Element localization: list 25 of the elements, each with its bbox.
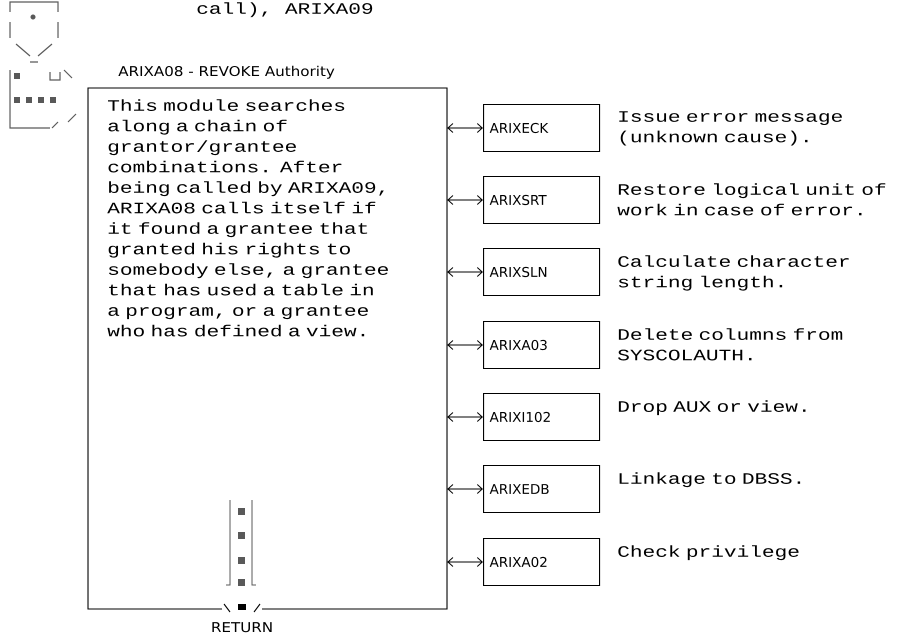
description-text: Calculate character string length. bbox=[618, 255, 849, 291]
description-text: Delete columns from SYSCOLAUTH. bbox=[618, 328, 842, 360]
double-arrow bbox=[447, 484, 483, 494]
module-box: This module searches along a chain of grantor/grantee combinations. After being called by ARIXA09, ARIXA08 calls itself if it found a grantee that granted his rights to somebody else, a grantee that has used a table in a program, or a grantee who has defined a view. bbox=[87, 87, 448, 613]
description-text: Check privilege bbox=[618, 545, 799, 560]
description-text: Restore logical unit of work in case of error. bbox=[617, 183, 886, 216]
description-text: Drop AUX or view. bbox=[618, 400, 806, 416]
module-box: ARIXSLN bbox=[483, 248, 600, 296]
double-arrow bbox=[447, 557, 483, 567]
module-box: ARIXA02 bbox=[483, 538, 600, 586]
module-box: ARIXSRT bbox=[483, 176, 600, 224]
module-box: ARIXI102 bbox=[483, 392, 600, 442]
double-arrow bbox=[447, 412, 483, 422]
double-arrow bbox=[447, 195, 483, 205]
double-arrow bbox=[447, 267, 483, 277]
double-arrow bbox=[447, 123, 483, 133]
note-text: call), ARIXA09 bbox=[198, 2, 372, 18]
description-text: Issue error message (unknown cause). bbox=[619, 111, 842, 146]
double-arrow bbox=[447, 340, 483, 350]
module-box: ARIXECK bbox=[483, 104, 600, 152]
return-label: RETURN bbox=[212, 622, 272, 632]
module-title: ARIXA08 - REVOKE Authority bbox=[118, 66, 334, 79]
description-text: Linkage to DBSS. bbox=[620, 472, 800, 488]
module-box: ARIXEDB bbox=[483, 464, 600, 514]
module-box: ARIXA03 bbox=[483, 320, 600, 370]
